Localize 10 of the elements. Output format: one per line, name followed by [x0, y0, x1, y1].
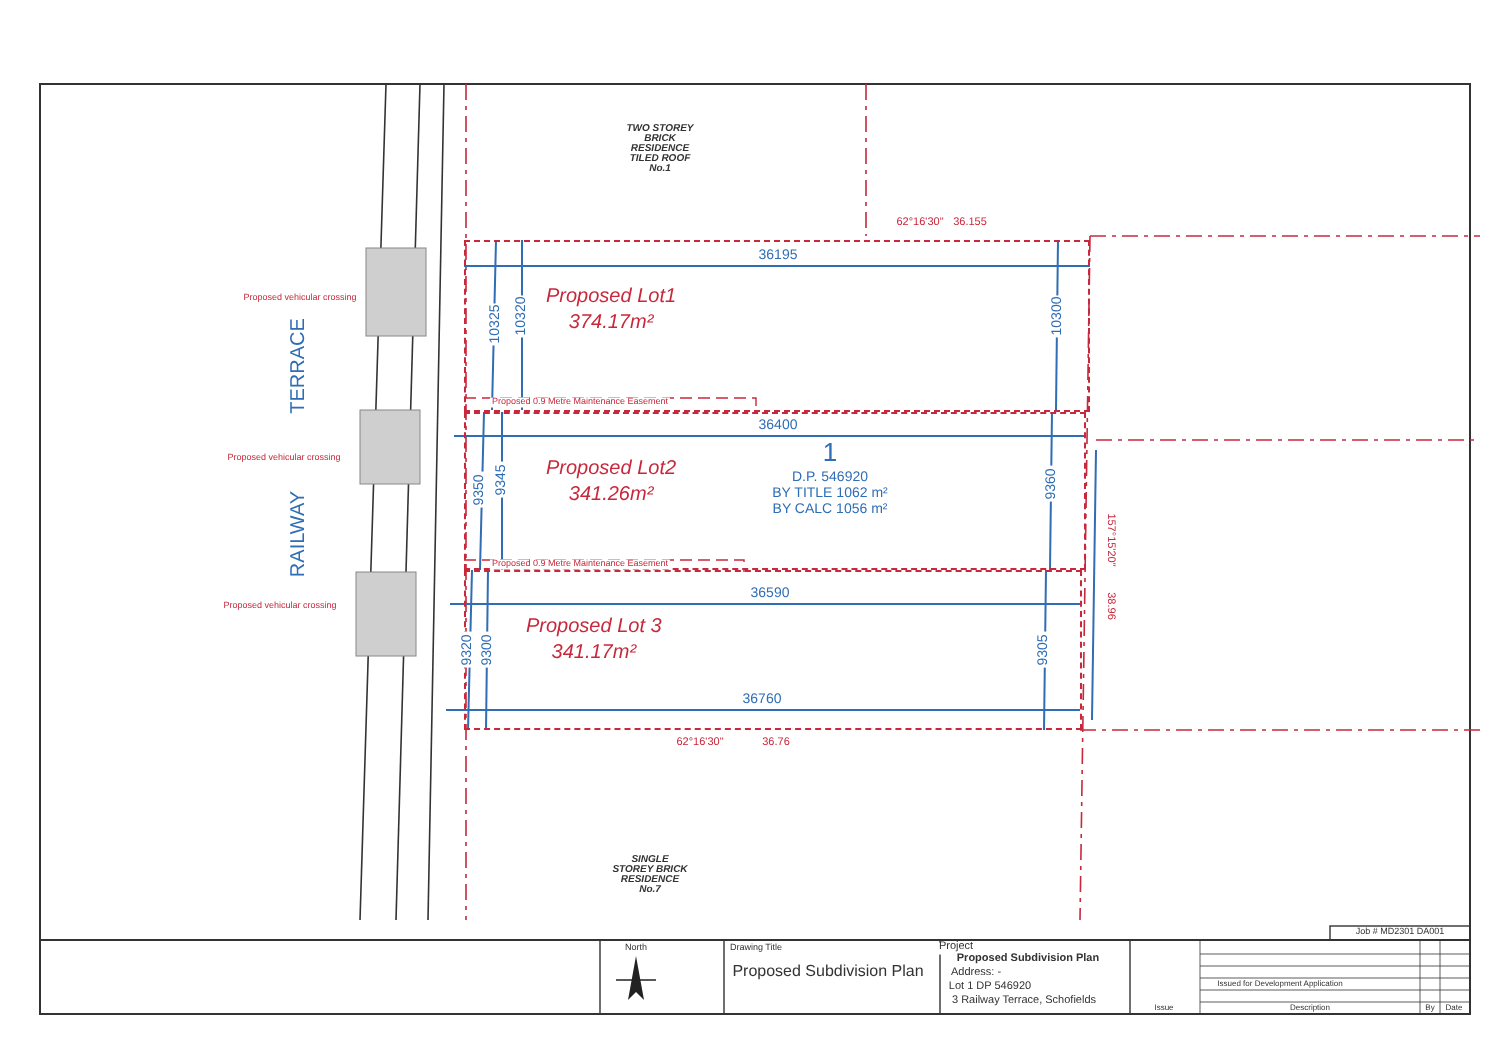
lot-label: Proposed Lot2 [546, 458, 677, 483]
drawing-title: Proposed Subdivision Plan [730, 964, 926, 980]
lot-number: 1 [820, 439, 840, 465]
lot-label: Proposed Lot 3 [526, 616, 662, 641]
lot-label: 341.26m² [566, 483, 656, 508]
lot-label: 374.17m² [566, 311, 656, 336]
street-name: TERRACE [290, 316, 310, 416]
street-name: RAILWAY [290, 488, 310, 580]
lot-label: Proposed Lot1 [546, 286, 677, 311]
lot-label: 341.17m² [549, 641, 639, 666]
